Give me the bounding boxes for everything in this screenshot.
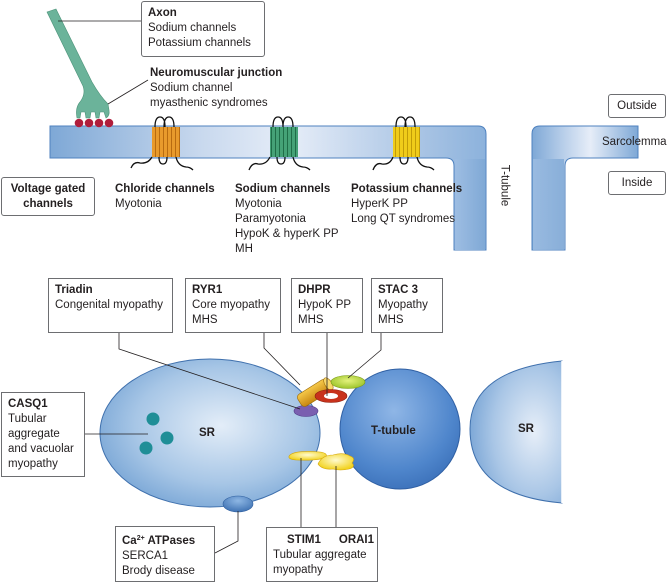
sarcolemma-label: Sarcolemma [602, 136, 667, 148]
voltage-gated-line: channels [23, 198, 73, 210]
t-tubule-circle [339, 368, 461, 490]
sodium-channel-glyph [248, 116, 311, 171]
axon-callout: Axon Sodium channels Potassium channels [141, 1, 265, 57]
casq1-line: Tubular [8, 413, 47, 425]
nmj-title: Neuromuscular junction [150, 67, 283, 79]
dhpr-title: DHPR [298, 284, 331, 296]
sr-left-label: SR [199, 427, 215, 439]
casq1-dot [139, 441, 153, 455]
ryr1-callout: RYR1 Core myopathy MHS [185, 278, 281, 333]
stac3-line: Myopathy [378, 299, 428, 311]
triadin-callout: Triadin Congenital myopathy [48, 278, 173, 333]
axon-terminal [46, 8, 114, 128]
sodium-line: Myotonia [235, 198, 282, 210]
ryr1-line: MHS [192, 314, 218, 326]
stim-orai-titles: STIM1 ORAI1 [273, 533, 375, 548]
chloride-line: Myotonia [115, 198, 162, 210]
axon-title: Axon [148, 7, 177, 19]
atpase-leader-line [214, 511, 239, 554]
synaptic-bouton [104, 118, 114, 128]
ca-atpase-title-suffix: ATPases [144, 535, 196, 547]
outside-label: Outside [608, 94, 666, 118]
ca-atpase-protein [222, 495, 254, 513]
axon-line: Potassium channels [148, 37, 251, 49]
stim-orai-line: myopathy [273, 564, 323, 576]
ryr1-title: RYR1 [192, 284, 223, 296]
nmj-callout: Neuromuscular junction Sodium channel my… [150, 66, 282, 111]
casq1-title: CASQ1 [8, 398, 48, 410]
stac3-line: MHS [378, 314, 404, 326]
chloride-channel-glyph [130, 116, 194, 171]
nmj-leader-line [107, 79, 149, 105]
sr-right-label: SR [518, 423, 534, 435]
sr-left [99, 358, 321, 508]
ca-atpase-line: Brody disease [122, 565, 195, 577]
potassium-channel-glyph [372, 116, 435, 171]
orai1-title: ORAI1 [338, 534, 375, 546]
triadin-line: Congenital myopathy [55, 299, 164, 311]
t-tubule-vertical-label: T-tubule [498, 164, 511, 207]
voltage-gated-line: Voltage gated [10, 183, 86, 195]
casq1-line: myopathy [8, 458, 58, 470]
stac3-protein [330, 375, 366, 389]
ca-atpase-title: Ca2+ ATPases [122, 531, 208, 549]
orai1-protein [317, 453, 354, 471]
casq1-line: aggregate [8, 428, 60, 440]
ryr1-leader-line [263, 332, 301, 386]
stim-orai-line: Tubular aggregate [273, 549, 367, 561]
dhpr-line: MHS [298, 314, 324, 326]
triadin-title: Triadin [55, 284, 93, 296]
dhpr-callout: DHPR HypoK PP MHS [291, 278, 363, 333]
ca-atpase-callout: Ca2+ ATPases SERCA1 Brody disease [115, 526, 215, 582]
potassium-title: Potassium channels [351, 183, 463, 195]
ca-atpase-line: SERCA1 [122, 550, 169, 562]
synaptic-bouton [74, 118, 84, 128]
nmj-line: myasthenic syndromes [150, 97, 268, 109]
nmj-line: Sodium channel [150, 82, 233, 94]
ryr1-line: Core myopathy [192, 299, 270, 311]
sodium-callout: Sodium channels Myotonia Paramyotonia Hy… [235, 182, 339, 257]
casq1-dot [146, 412, 160, 426]
sodium-line: Paramyotonia [235, 213, 306, 225]
ca-atpase-title-prefix: Ca [122, 535, 137, 547]
potassium-line: Long QT syndromes [351, 213, 455, 225]
triadin-leader-line [118, 332, 301, 410]
stim1-protein [288, 451, 327, 461]
dhpr-line: HypoK PP [298, 299, 352, 311]
potassium-line: HyperK PP [351, 198, 408, 210]
sodium-line: MH [235, 243, 253, 255]
stac3-callout: STAC 3 Myopathy MHS [371, 278, 443, 333]
casq1-callout: CASQ1 Tubular aggregate and vacuolar myo… [1, 392, 85, 477]
stim-orai-callout: STIM1 ORAI1 Tubular aggregate myopathy [266, 527, 378, 582]
stim1-title: STIM1 [287, 534, 321, 546]
sr-right [469, 360, 563, 504]
inside-label: Inside [608, 171, 666, 195]
sodium-line: HypoK & hyperK PP [235, 228, 339, 240]
synaptic-bouton [84, 118, 94, 128]
t-tubule-label: T-tubule [371, 425, 416, 437]
synaptic-bouton [94, 118, 104, 128]
chloride-title: Chloride channels [115, 183, 215, 195]
potassium-callout: Potassium channels HyperK PP Long QT syn… [351, 182, 462, 227]
sarcolemma-membrane-right [531, 125, 639, 251]
casq1-dot [160, 431, 174, 445]
stac3-title: STAC 3 [378, 284, 419, 296]
casq1-line: and vacuolar [8, 443, 74, 455]
triadin-protein [293, 405, 319, 417]
chloride-callout: Chloride channels Myotonia [115, 182, 215, 212]
stac3-leader-line [347, 332, 382, 379]
ca-atpase-title-sup: 2+ [136, 535, 145, 542]
voltage-gated-label: Voltage gated channels [1, 177, 95, 216]
sodium-title: Sodium channels [235, 183, 331, 195]
axon-line: Sodium channels [148, 22, 237, 34]
